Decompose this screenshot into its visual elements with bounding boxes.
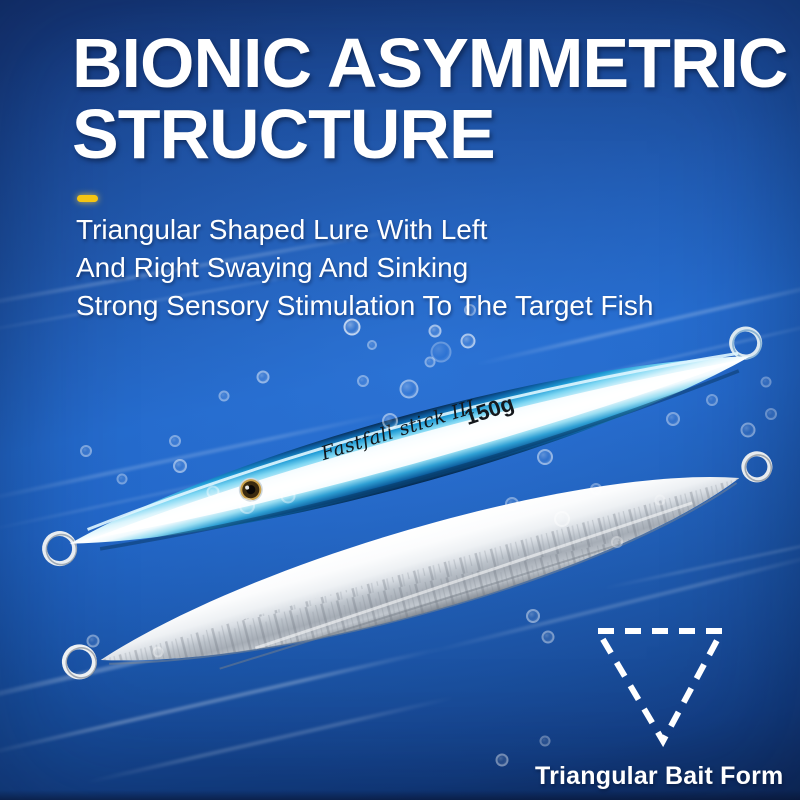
yellow-accent-dash [77, 195, 98, 202]
description-line3: Strong Sensory Stimulation To The Target… [76, 290, 654, 321]
silver-lure-head-ring-shade [744, 454, 773, 482]
dashed-triangle-icon [592, 628, 728, 748]
triangle-caption: Triangular Bait Form [535, 762, 784, 790]
description-line1: Triangular Shaped Lure With Left [76, 214, 488, 245]
silver-lure-foil-shine [254, 501, 693, 650]
silver-lure-foil-shade [219, 543, 622, 670]
silver-jig-lure [61, 451, 773, 680]
blue-lure-bottom-shade [99, 369, 740, 551]
headline-line1: BIONIC ASYMMETRIC [72, 24, 788, 102]
description-line2: And Right Swaying And Sinking [76, 252, 469, 283]
silver-lure-head-ring [741, 451, 773, 483]
headline: BIONIC ASYMMETRIC STRUCTURE [72, 28, 788, 173]
headline-line2: STRUCTURE [72, 95, 496, 173]
silver-lure-hammered-texture [100, 478, 740, 661]
blue-lure-tail-ring [42, 531, 78, 567]
silver-lure-tail-ring [61, 644, 97, 680]
silver-lure-bottom-rim [109, 482, 738, 665]
description: Triangular Shaped Lure With Left And Rig… [76, 211, 653, 325]
blue-lure-head-ring-shade [732, 329, 762, 360]
silver-lure-tail-ring-shade [65, 647, 98, 679]
blue-lure-tail-ring-shade [45, 533, 78, 566]
lure-eye [238, 477, 263, 502]
blue-lure-gloss-line [86, 351, 739, 531]
